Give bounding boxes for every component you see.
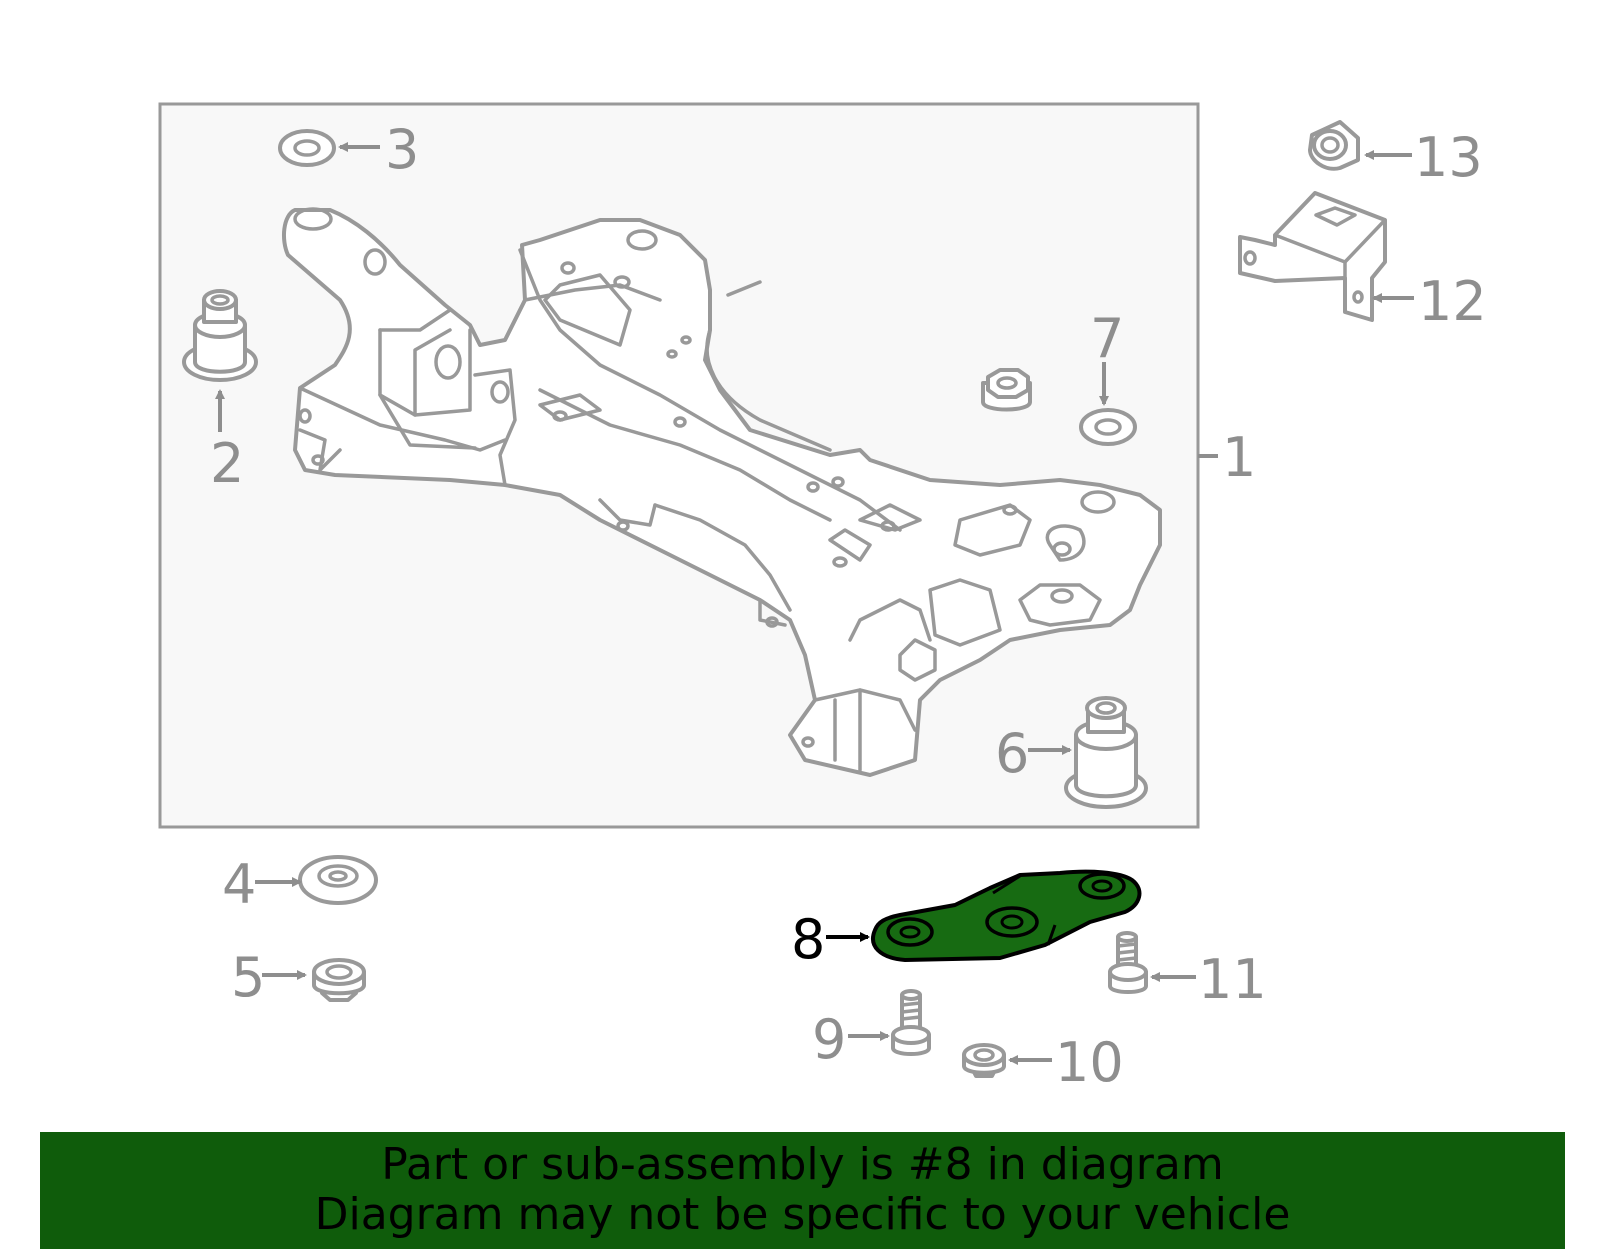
subframe-crossmember — [281, 207, 1162, 777]
part-3-washer — [278, 129, 336, 167]
callout-3: 3 — [385, 118, 419, 181]
part-12-bracket — [1238, 191, 1387, 322]
callout-6: 6 — [995, 722, 1029, 785]
callout-12: 12 — [1418, 270, 1487, 333]
part-7-washer — [1079, 408, 1137, 446]
part-8-plate-highlighted — [871, 869, 1142, 962]
part-11-bolt — [1108, 931, 1148, 994]
callout-7: 7 — [1090, 307, 1124, 370]
part-6-bushing — [1064, 696, 1148, 809]
callout-4: 4 — [222, 853, 256, 916]
callout-5: 5 — [231, 946, 265, 1009]
part-2-bushing — [182, 289, 258, 382]
part-5-nut — [312, 958, 366, 1002]
callout-10: 10 — [1055, 1031, 1124, 1094]
part-7-nut — [981, 368, 1032, 412]
callout-9: 9 — [812, 1008, 846, 1071]
callout-1: 1 — [1222, 426, 1256, 489]
info-banner: Part or sub-assembly is #8 in diagram Di… — [40, 1132, 1565, 1249]
part-10-nut — [962, 1043, 1006, 1078]
part-13-nut — [1308, 120, 1360, 171]
callout-2: 2 — [210, 432, 244, 495]
part-9-bolt — [891, 989, 931, 1056]
banner-line-part-number: Part or sub-assembly is #8 in diagram — [381, 1139, 1224, 1190]
banner-line-disclaimer: Diagram may not be specific to your vehi… — [314, 1189, 1291, 1240]
part-4-washer — [298, 855, 378, 905]
callout-11: 11 — [1198, 948, 1267, 1011]
callout-8: 8 — [791, 908, 825, 971]
callout-13: 13 — [1414, 126, 1483, 189]
